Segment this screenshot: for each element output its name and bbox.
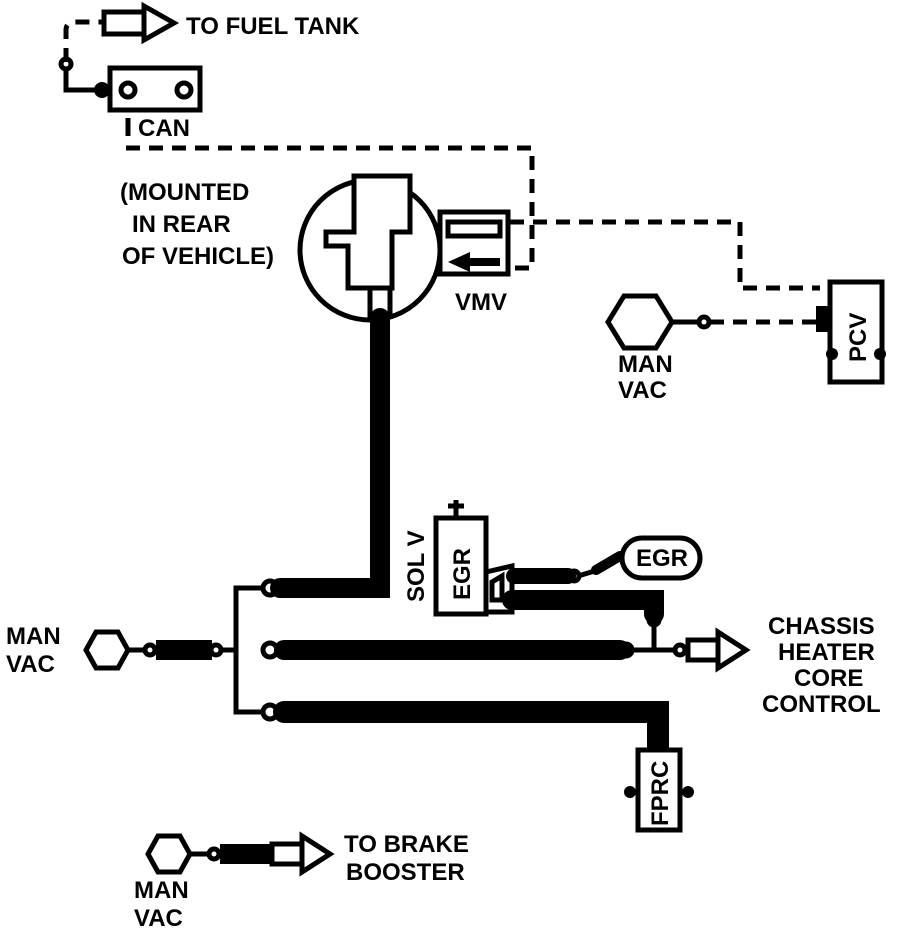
- egr-supply-hose: [502, 590, 664, 624]
- mounted-text-1: (MOUNTED: [120, 179, 249, 206]
- mounted-text-3: OF VEHICLE): [122, 243, 274, 270]
- manifold-tree: [220, 585, 264, 715]
- pcv-valve: PCV: [816, 279, 886, 385]
- chassis-heater-connector: [672, 627, 751, 673]
- vmv-pcv-line: [510, 219, 820, 291]
- chassis-label-3: CORE: [794, 665, 863, 692]
- pcv-label: PCV: [845, 313, 872, 362]
- manifold-vacuum-left: MAN VAC: [6, 623, 224, 678]
- man-vac-left-2: VAC: [6, 651, 55, 678]
- brake-label-2: BOOSTER: [346, 859, 465, 886]
- vmv-valve: VMV: [297, 173, 511, 323]
- man-vac-bottom-2: VAC: [134, 905, 183, 932]
- egr-valve: EGR: [619, 535, 703, 581]
- fuel-tank-connector: TO FUEL TANK: [63, 1, 360, 62]
- canister-purge-line: [126, 145, 535, 271]
- fprc-valve: FPRC: [624, 747, 694, 833]
- fprc-hose: [273, 701, 669, 769]
- manifold-vacuum-right: MAN VAC: [605, 293, 816, 404]
- chassis-label-2: HEATER: [778, 639, 875, 666]
- mounted-text-2: IN REAR: [132, 211, 231, 238]
- man-vac-bottom-1: MAN: [134, 877, 189, 904]
- man-vac-right-1: MAN: [618, 351, 673, 378]
- chassis-label-1: CHASSIS: [768, 613, 875, 640]
- manifold-vacuum-bottom: MAN VAC: [134, 831, 335, 932]
- canister: CAN: [58, 56, 203, 142]
- man-vac-right-2: VAC: [618, 377, 667, 404]
- can-label: CAN: [138, 115, 190, 142]
- man-vac-left-1: MAN: [6, 623, 61, 650]
- egr-solenoid: EGR: [433, 500, 515, 617]
- to-fuel-tank-label: TO FUEL TANK: [186, 13, 360, 40]
- vmv-hose: [270, 308, 390, 598]
- vmv-label: VMV: [455, 289, 507, 316]
- egr-solenoid-label: EGR: [449, 548, 476, 600]
- sol-v-label: SOL V: [403, 530, 430, 602]
- fprc-label: FPRC: [647, 761, 674, 826]
- egr-valve-label: EGR: [636, 545, 688, 572]
- chassis-label-4: CONTROL: [762, 691, 881, 718]
- brake-label-1: TO BRAKE: [344, 831, 469, 858]
